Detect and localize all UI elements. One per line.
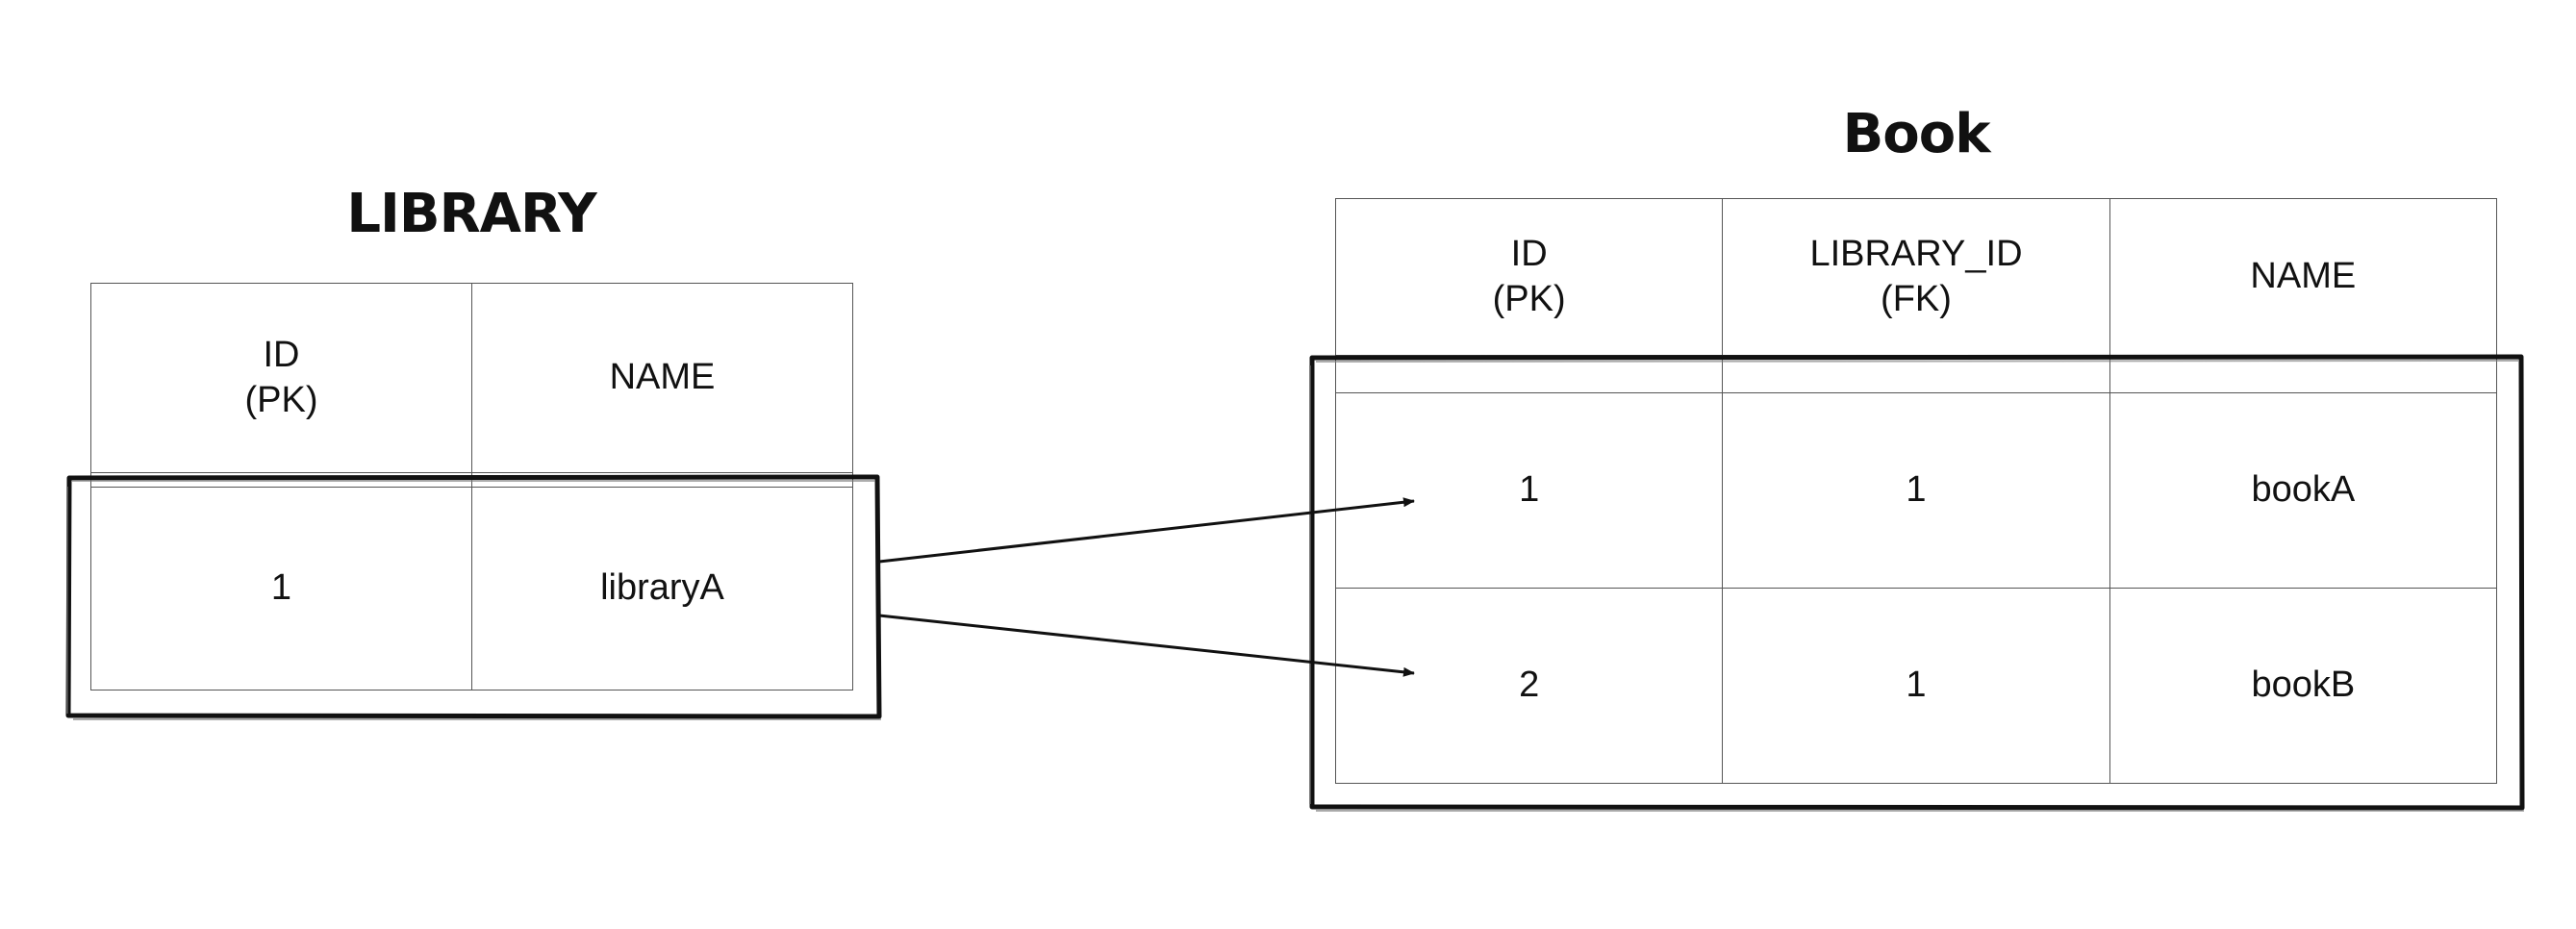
library-header-row: ID (PK) NAME <box>90 283 853 473</box>
book-spacer-row <box>1334 355 2498 393</box>
book-header-id: ID (PK) <box>1334 198 1724 356</box>
library-row: 1 libraryA <box>90 487 853 690</box>
relation-arrow-book-a <box>878 497 1415 564</box>
book-row: 1 1 bookA <box>1334 392 2498 589</box>
library-cell-id: 1 <box>90 487 472 690</box>
book-cell-name: bookA <box>2109 392 2498 589</box>
library-table: ID (PK) NAME 1 libraryA <box>90 283 853 690</box>
library-header-name: NAME <box>471 283 853 473</box>
relation-arrow-book-b <box>878 614 1415 677</box>
library-header-id: ID (PK) <box>90 283 472 473</box>
book-cell-library-id: 1 <box>1722 392 2110 589</box>
library-spacer-row <box>90 472 853 488</box>
book-cell-id: 2 <box>1334 588 1724 784</box>
book-header-name: NAME <box>2109 198 2498 356</box>
book-table-title: Book <box>1842 103 1991 165</box>
book-table: ID (PK) LIBRARY_ID (FK) NAME 1 1 bookA 2… <box>1334 198 2498 784</box>
book-header-library-id: LIBRARY_ID (FK) <box>1722 198 2110 356</box>
book-header-row: ID (PK) LIBRARY_ID (FK) NAME <box>1334 198 2498 356</box>
book-cell-library-id: 1 <box>1722 588 2110 784</box>
book-row: 2 1 bookB <box>1334 588 2498 784</box>
book-cell-id: 1 <box>1334 392 1724 589</box>
book-cell-name: bookB <box>2109 588 2498 784</box>
library-table-title: LIBRARY <box>346 183 596 245</box>
library-cell-name: libraryA <box>471 487 853 690</box>
